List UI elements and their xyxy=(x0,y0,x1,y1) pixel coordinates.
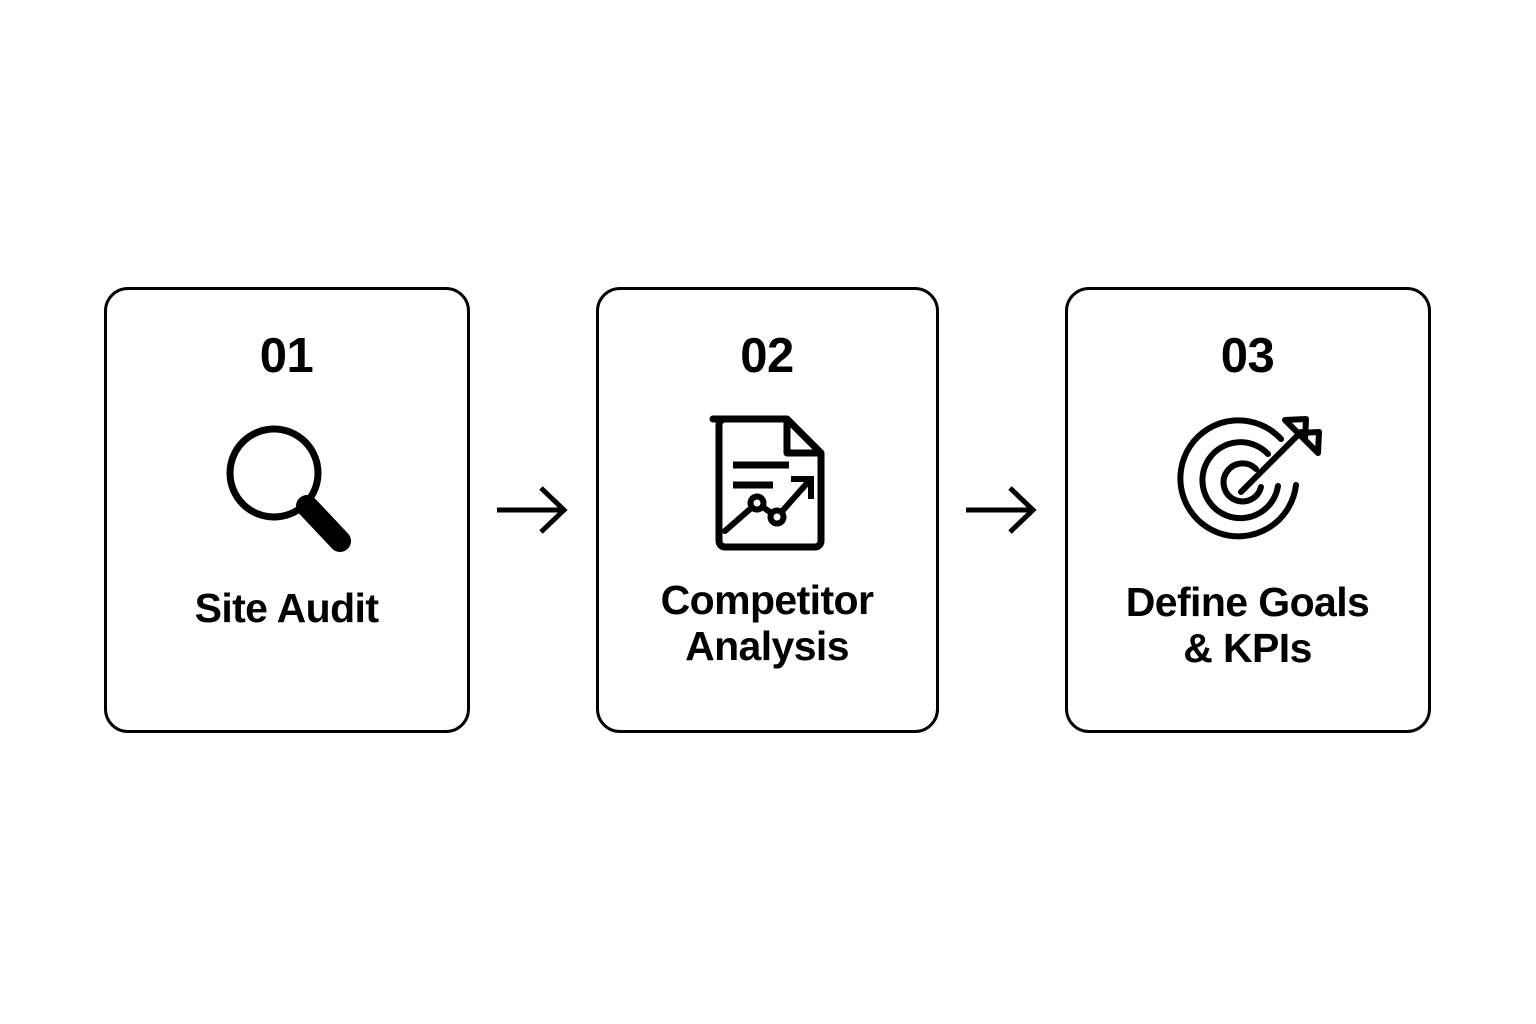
magnifier-icon xyxy=(212,413,362,563)
right-spacer xyxy=(1431,287,1536,288)
step-card-1[interactable]: 01 Site Audit xyxy=(103,287,470,733)
left-spacer xyxy=(0,287,104,288)
step-card-2[interactable]: 02 Competitor Ana xyxy=(595,287,939,733)
document-chart-icon xyxy=(701,405,833,555)
step-number-2: 02 xyxy=(740,329,794,383)
step-number-1: 01 xyxy=(259,329,314,383)
step-label-1: Site Audit xyxy=(194,585,379,631)
arrow-right-icon-2 xyxy=(939,287,1065,733)
target-arrow-icon xyxy=(1173,407,1323,557)
arrow-right-icon-1 xyxy=(470,287,596,733)
step-label-3: Define Goals & KPIs xyxy=(1125,579,1370,672)
step-card-3[interactable]: 03 Define Goals & KPIs xyxy=(1064,287,1431,733)
process-flow-row: 01 Site Audit 02 xyxy=(0,287,1536,735)
step-label-2: Competitor Analysis xyxy=(660,577,874,670)
step-number-3: 03 xyxy=(1220,329,1275,383)
